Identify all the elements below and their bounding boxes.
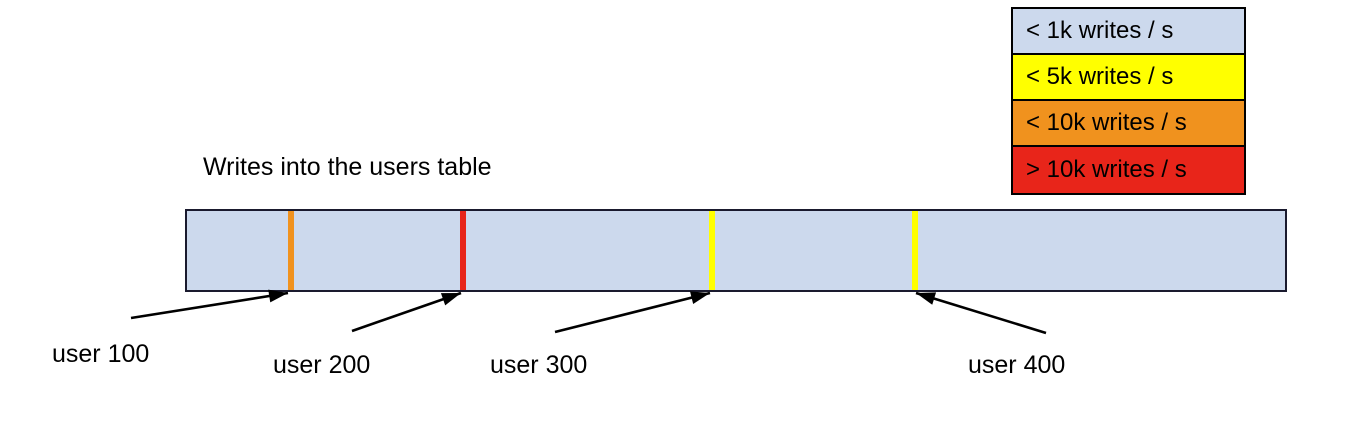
shard-label: user 400 bbox=[968, 351, 1066, 379]
arrow-shaft bbox=[554, 291, 711, 334]
shard-label: user 100 bbox=[52, 340, 150, 368]
shard-label: user 200 bbox=[273, 351, 371, 379]
arrow-shaft bbox=[130, 291, 289, 320]
arrow-head bbox=[916, 292, 937, 305]
arrow-head bbox=[689, 291, 710, 304]
shard-boundary-user-400-boundary bbox=[912, 211, 918, 290]
arrow-head bbox=[440, 293, 461, 306]
diagram-caption: Writes into the users table bbox=[203, 153, 492, 181]
legend-row: < 10k writes / s bbox=[1013, 101, 1244, 147]
shard-boundary-user-200-boundary bbox=[460, 211, 466, 290]
legend: < 1k writes / s < 5k writes / s < 10k writ… bbox=[1011, 7, 1246, 195]
legend-label: > 10k writes / s bbox=[1026, 156, 1187, 183]
shard-boundary-user-100-boundary bbox=[288, 211, 294, 290]
legend-label: < 10k writes / s bbox=[1026, 109, 1187, 136]
arrow-shaft bbox=[915, 291, 1047, 335]
arrow-shaft bbox=[351, 291, 462, 333]
users-table-bar bbox=[185, 209, 1287, 292]
legend-row: < 1k writes / s bbox=[1013, 9, 1244, 55]
shard-boundary-user-300-boundary bbox=[709, 211, 715, 290]
legend-row: > 10k writes / s bbox=[1013, 147, 1244, 193]
legend-row: < 5k writes / s bbox=[1013, 55, 1244, 101]
shard-label: user 300 bbox=[490, 351, 588, 379]
legend-label: < 1k writes / s bbox=[1026, 17, 1174, 44]
legend-label: < 5k writes / s bbox=[1026, 63, 1174, 90]
